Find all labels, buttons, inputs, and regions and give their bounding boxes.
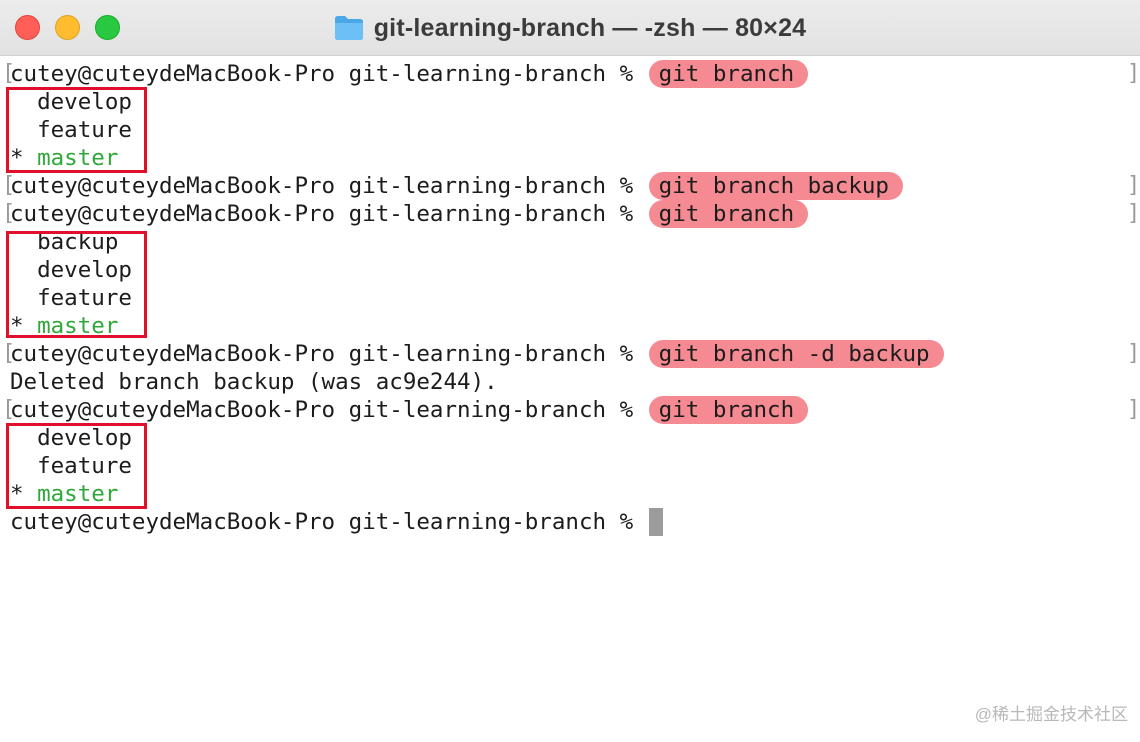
current-branch-marker: *	[10, 481, 24, 507]
branch-name: feature	[37, 453, 132, 479]
highlight-box	[6, 423, 147, 509]
window-title-group: git-learning-branch — -zsh — 80×24	[0, 0, 1140, 56]
current-branch-name: master	[37, 313, 119, 339]
current-branch-name: master	[37, 481, 119, 507]
line-bracket-left: [	[2, 173, 16, 198]
current-branch-line: * master	[10, 144, 118, 172]
branch-line: develop	[10, 88, 132, 116]
branch-name: feature	[37, 117, 132, 143]
branch-line: develop	[10, 256, 132, 284]
close-button[interactable]	[15, 15, 40, 40]
command-highlight: git branch -d backup	[648, 340, 944, 368]
prompt-line-1: cutey@cuteydeMacBook-Pro git-learning-br…	[10, 60, 809, 88]
command-highlight: git branch	[648, 396, 809, 424]
active-prompt-line[interactable]: cutey@cuteydeMacBook-Pro git-learning-br…	[10, 508, 663, 536]
prompt-line-5: cutey@cuteydeMacBook-Pro git-learning-br…	[10, 396, 809, 424]
branch-name: develop	[37, 425, 132, 451]
branch-name: develop	[37, 89, 132, 115]
branch-line: develop	[10, 424, 132, 452]
watermark: @稀土掘金技术社区	[974, 705, 1128, 724]
highlight-box	[6, 87, 147, 173]
current-branch-marker: *	[10, 145, 24, 171]
line-bracket-left: [	[2, 201, 16, 226]
current-branch-name: master	[37, 145, 119, 171]
current-branch-marker: *	[10, 313, 24, 339]
text-cursor	[648, 508, 663, 536]
command-highlight: git branch backup	[648, 172, 903, 200]
prompt: cutey@cuteydeMacBook-Pro git-learning-br…	[10, 397, 647, 423]
line-bracket-right: ]	[1127, 173, 1140, 198]
prompt: cutey@cuteydeMacBook-Pro git-learning-br…	[10, 201, 647, 227]
branch-name: feature	[37, 285, 132, 311]
line-bracket-right: ]	[1127, 201, 1140, 226]
branch-line: feature	[10, 452, 132, 480]
line-bracket-left: [	[2, 341, 16, 366]
window-title: git-learning-branch — -zsh — 80×24	[373, 13, 807, 42]
prompt: cutey@cuteydeMacBook-Pro git-learning-br…	[10, 341, 647, 367]
branch-line: feature	[10, 284, 132, 312]
branch-line: feature	[10, 116, 132, 144]
line-bracket-right: ]	[1127, 397, 1140, 422]
prompt-line-4: cutey@cuteydeMacBook-Pro git-learning-br…	[10, 340, 944, 368]
prompt: cutey@cuteydeMacBook-Pro git-learning-br…	[10, 61, 647, 87]
prompt-line-2: cutey@cuteydeMacBook-Pro git-learning-br…	[10, 172, 903, 200]
command-highlight: git branch	[648, 200, 809, 228]
prompt-line-3: cutey@cuteydeMacBook-Pro git-learning-br…	[10, 200, 809, 228]
prompt: cutey@cuteydeMacBook-Pro git-learning-br…	[10, 509, 647, 535]
terminal-content[interactable]: [ cutey@cuteydeMacBook-Pro git-learning-…	[0, 60, 1140, 742]
title-bar[interactable]: git-learning-branch — -zsh — 80×24	[0, 0, 1140, 56]
output-line: Deleted branch backup (was ac9e244).	[10, 369, 498, 395]
line-bracket-right: ]	[1127, 341, 1140, 366]
branch-name: develop	[37, 257, 132, 283]
zoom-button[interactable]	[95, 15, 120, 40]
current-branch-line: * master	[10, 480, 118, 508]
command-highlight: git branch	[648, 60, 809, 88]
line-bracket-left: [	[2, 397, 16, 422]
line-bracket-left: [	[2, 61, 16, 86]
line-bracket-right: ]	[1127, 61, 1140, 86]
minimize-button[interactable]	[55, 15, 80, 40]
highlight-box	[6, 231, 147, 338]
current-branch-line: * master	[10, 312, 118, 340]
folder-icon	[334, 16, 363, 40]
prompt: cutey@cuteydeMacBook-Pro git-learning-br…	[10, 173, 647, 199]
